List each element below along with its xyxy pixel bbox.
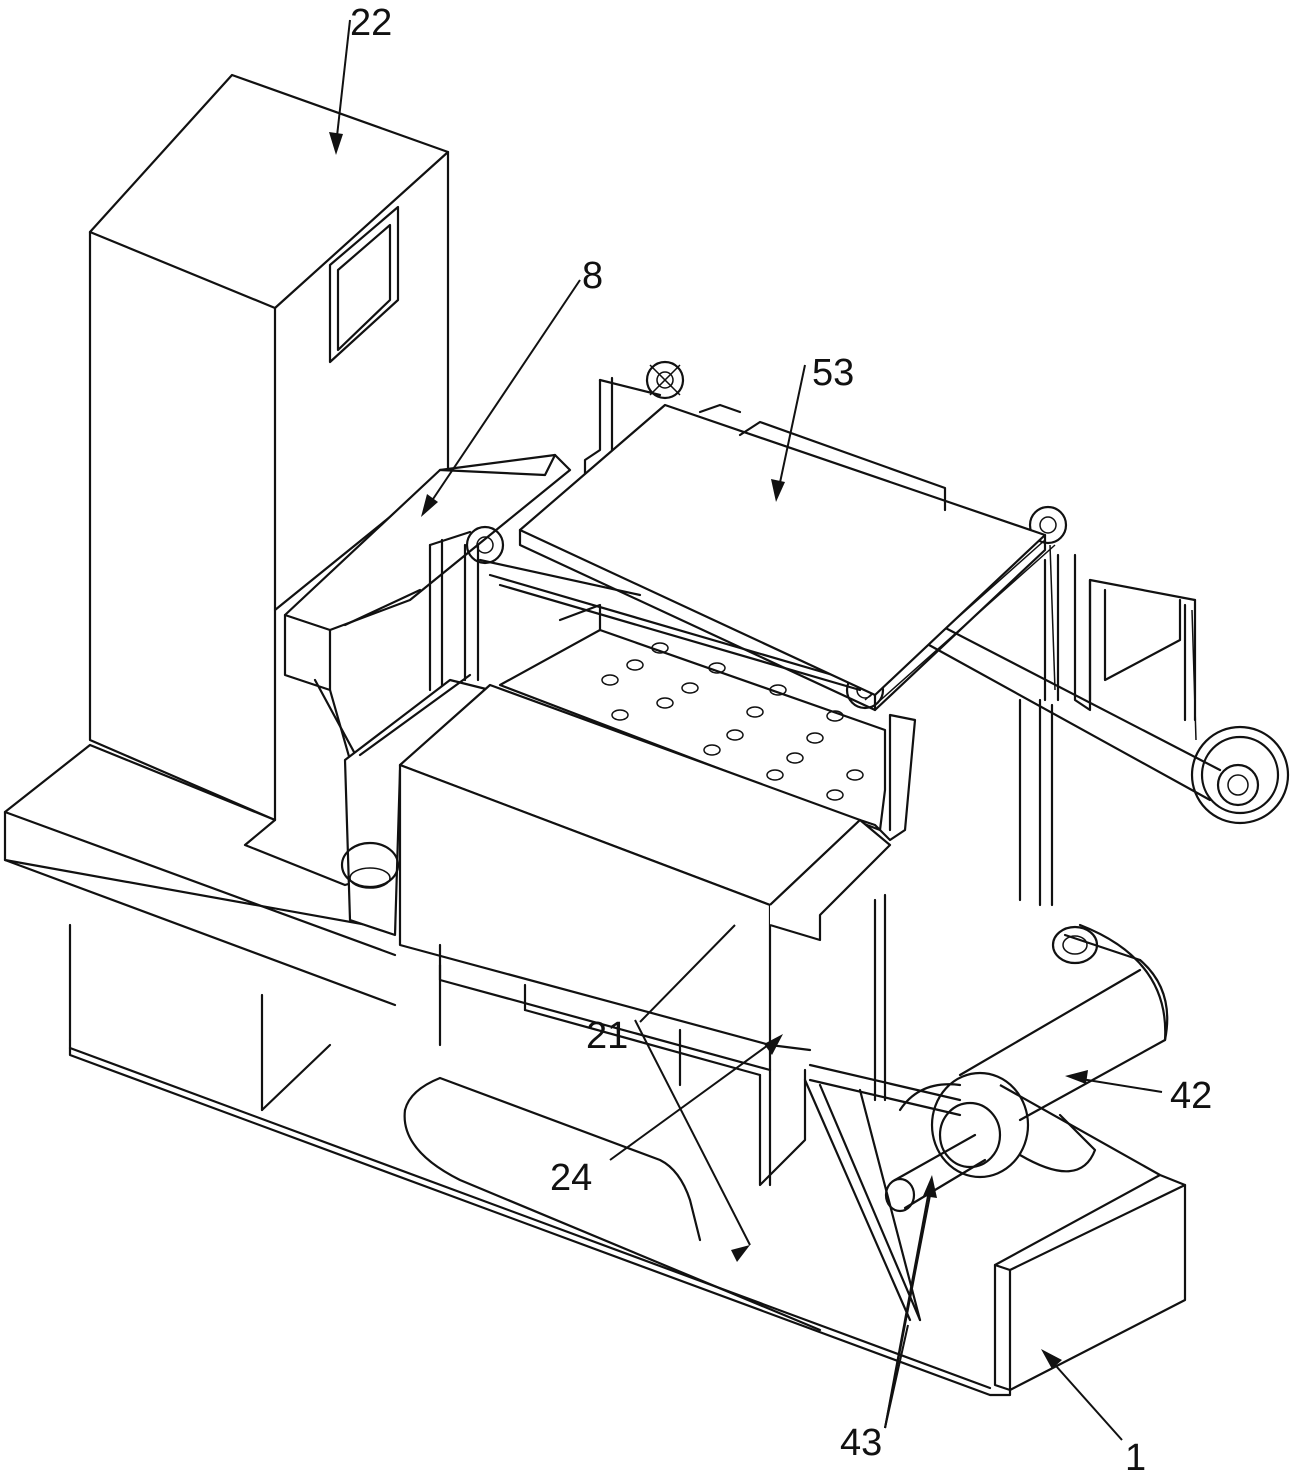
label-21: 21 bbox=[586, 1015, 628, 1057]
conveyor-belt bbox=[898, 923, 1169, 1179]
sprocket-top-left bbox=[645, 360, 685, 400]
leader-8 bbox=[421, 279, 581, 517]
drive-shaft bbox=[803, 893, 987, 1322]
label-24: 24 bbox=[550, 1157, 592, 1199]
label-22: 22 bbox=[350, 2, 392, 44]
leader-1 bbox=[1041, 1349, 1123, 1441]
control-cabinet bbox=[88, 73, 450, 822]
label-8: 8 bbox=[582, 255, 603, 297]
leader-21 bbox=[634, 924, 751, 1262]
drive-gear bbox=[1190, 725, 1290, 825]
material-box bbox=[340, 673, 917, 1187]
label-1: 1 bbox=[1125, 1437, 1146, 1479]
base-frame bbox=[68, 1038, 1187, 1397]
leader-42 bbox=[1065, 1070, 1163, 1093]
feed-chute bbox=[283, 453, 572, 802]
label-43: 43 bbox=[840, 1422, 882, 1464]
sprocket-top-right bbox=[1028, 505, 1068, 545]
leader-24 bbox=[609, 1034, 783, 1161]
tray-holes bbox=[601, 642, 864, 801]
main-bench bbox=[3, 743, 442, 1112]
sprocket-mid-left bbox=[465, 525, 505, 565]
collection-bin bbox=[403, 1076, 822, 1332]
press-plate bbox=[518, 403, 1047, 712]
leader-22 bbox=[329, 19, 351, 155]
leader-53 bbox=[771, 364, 806, 502]
label-53: 53 bbox=[812, 352, 854, 394]
leader-43 bbox=[884, 1175, 937, 1429]
label-42: 42 bbox=[1170, 1075, 1212, 1117]
